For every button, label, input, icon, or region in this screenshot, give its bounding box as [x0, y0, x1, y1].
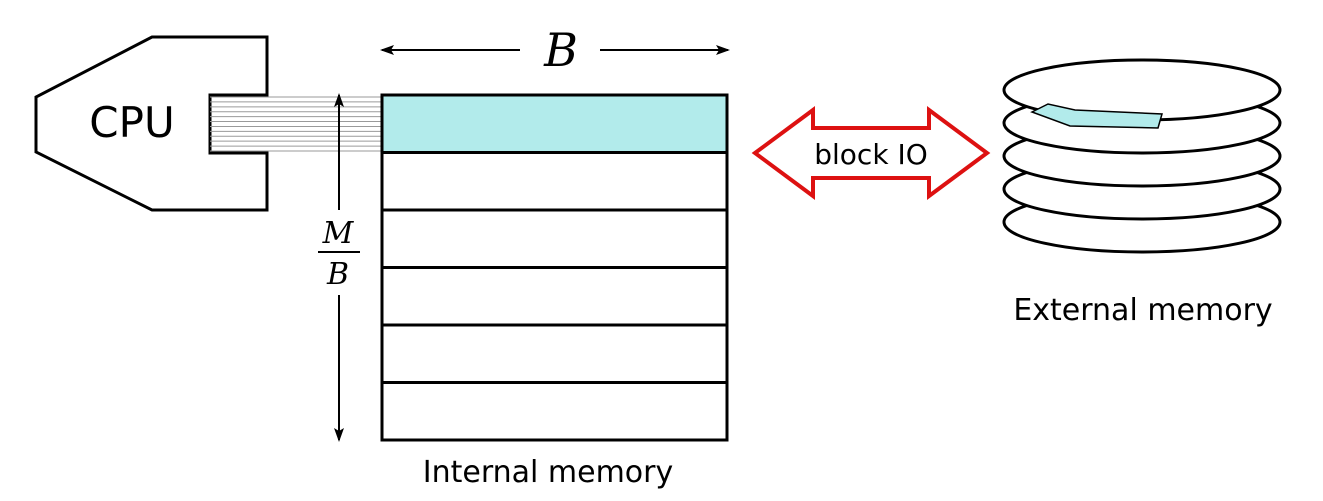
stored-block-highlight	[1030, 103, 1163, 129]
external-memory	[1002, 58, 1282, 254]
cpu-label: CPU	[89, 98, 174, 147]
memory-block-highlighted	[380, 93, 729, 154]
cpu-body	[34, 35, 269, 212]
memory-block	[380, 151, 729, 212]
block-width-symbol: B	[543, 23, 578, 77]
block-io-label: block IO	[814, 138, 928, 171]
block-count-dimension: M B	[318, 93, 360, 442]
cpu: CPU	[34, 35, 269, 212]
memory-block	[380, 381, 729, 442]
block-io-double-arrow	[751, 106, 991, 200]
memory-block	[380, 266, 729, 327]
memory-block	[380, 208, 729, 269]
memory-block	[380, 323, 729, 384]
block-io-arrow: block IO	[751, 106, 991, 200]
internal-memory-label: Internal memory	[423, 455, 674, 490]
block-count-denominator: B	[326, 257, 349, 292]
block-count-numerator: M	[322, 216, 355, 251]
external-memory-label: External memory	[1013, 293, 1272, 328]
block-width-dimension: B	[380, 23, 730, 77]
internal-memory	[380, 93, 729, 442]
cpu-bus-lines	[210, 96, 382, 152]
